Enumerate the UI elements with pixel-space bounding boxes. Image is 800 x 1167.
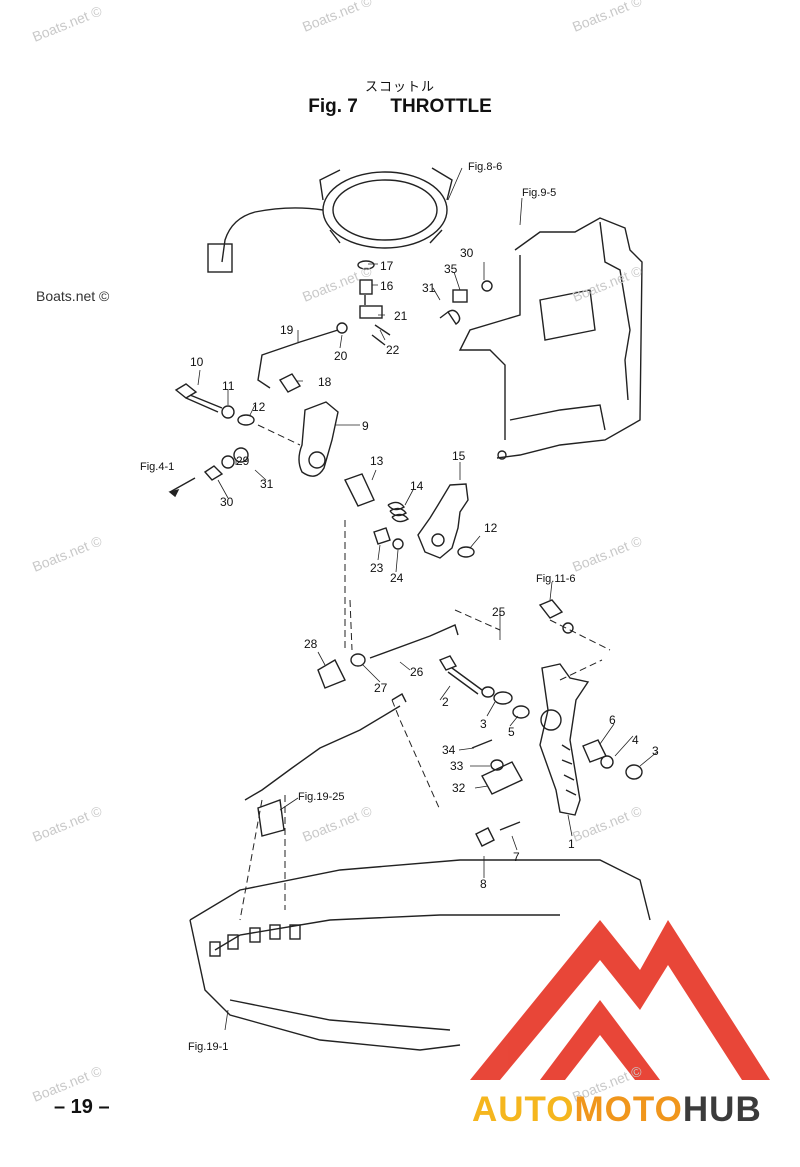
control-box <box>458 217 643 460</box>
rod-26 <box>369 624 459 659</box>
remote-lever-1 <box>539 663 590 816</box>
ref-fig-11-6: Fig.11-6 <box>536 573 576 585</box>
subtitle-japanese: スコットル <box>364 79 435 94</box>
callout-12b: 12 <box>484 521 498 535</box>
callout-18: 18 <box>318 375 332 389</box>
ref-fig-9-5: Fig.9-5 <box>522 187 556 199</box>
callout-27: 27 <box>374 681 388 695</box>
ref-fig-19-25: Fig.19-25 <box>298 791 344 803</box>
callout-6: 6 <box>609 713 616 727</box>
callout-20: 20 <box>334 349 348 363</box>
brand-part-hub: HUB <box>682 1090 762 1129</box>
figure-name: THROTTLE <box>390 96 492 117</box>
ref-fig-8-6: Fig.8-6 <box>468 161 502 173</box>
figure-number: Fig. 7 <box>308 96 358 117</box>
callout-30a: 30 <box>460 246 474 260</box>
callout-16: 16 <box>380 279 394 293</box>
callout-14: 14 <box>410 479 424 493</box>
callout-9: 9 <box>362 419 369 433</box>
callout-11: 11 <box>222 379 235 393</box>
callout-4: 4 <box>632 733 639 747</box>
ref-fig-4-1: Fig.4-1 <box>140 461 174 473</box>
callout-25: 25 <box>492 605 506 619</box>
callout-3a: 3 <box>480 717 487 731</box>
callout-15: 15 <box>452 449 466 463</box>
bolt-2 <box>438 655 483 695</box>
callout-8: 8 <box>480 877 487 891</box>
callout-7: 7 <box>513 850 520 864</box>
watermark: Boats.net © <box>36 288 110 304</box>
callout-23: 23 <box>370 561 384 575</box>
callout-13: 13 <box>370 454 384 468</box>
page-number: – 19 – <box>54 1096 110 1118</box>
magneto-ring <box>207 167 453 273</box>
brand-part-auto: AUTO <box>472 1090 575 1129</box>
throttle-rod <box>257 329 339 389</box>
left-fasteners <box>168 373 302 498</box>
callout-32: 32 <box>452 781 466 795</box>
figure-references: Fig.8-6 Fig.9-5 Fig.4-1 Fig.11-6 Fig.19-… <box>140 161 576 1053</box>
spring-14 <box>387 501 410 523</box>
callout-24: 24 <box>390 571 404 585</box>
callout-21: 21 <box>394 309 408 323</box>
callout-2: 2 <box>442 695 449 709</box>
callout-3b: 3 <box>652 744 659 758</box>
brand-part-moto: MOTO <box>574 1090 683 1129</box>
callout-19: 19 <box>280 323 294 337</box>
callout-28: 28 <box>304 637 318 651</box>
callout-1: 1 <box>568 837 575 851</box>
throttle-cable <box>244 705 401 801</box>
callout-10: 10 <box>190 355 204 369</box>
ref-fig-19-1: Fig.19-1 <box>188 1041 228 1053</box>
callout-33: 33 <box>450 759 464 773</box>
callout-29: 29 <box>236 454 250 468</box>
lower-cowling <box>189 859 651 1051</box>
automotohub-wordmark: AUTOMOTOHUB <box>472 1090 762 1130</box>
callout-26: 26 <box>410 665 424 679</box>
callout-22: 22 <box>386 343 400 357</box>
callout-17: 17 <box>380 259 394 273</box>
callout-labels: 17 16 21 20 22 19 18 10 11 12 9 13 15 14… <box>190 246 659 891</box>
collar-13 <box>344 473 375 507</box>
callout-31a: 31 <box>422 281 436 295</box>
callout-30b: 30 <box>220 495 234 509</box>
automotohub-logo-mark <box>470 920 770 1080</box>
lever-15 <box>417 483 469 559</box>
figure-title: Fig. 7 THROTTLE <box>0 96 800 118</box>
callout-12a: 12 <box>252 400 266 414</box>
callout-31b: 31 <box>260 477 274 491</box>
callout-34: 34 <box>442 743 456 757</box>
callout-5: 5 <box>508 725 515 739</box>
lever-9 <box>298 401 339 477</box>
callout-35: 35 <box>444 262 458 276</box>
